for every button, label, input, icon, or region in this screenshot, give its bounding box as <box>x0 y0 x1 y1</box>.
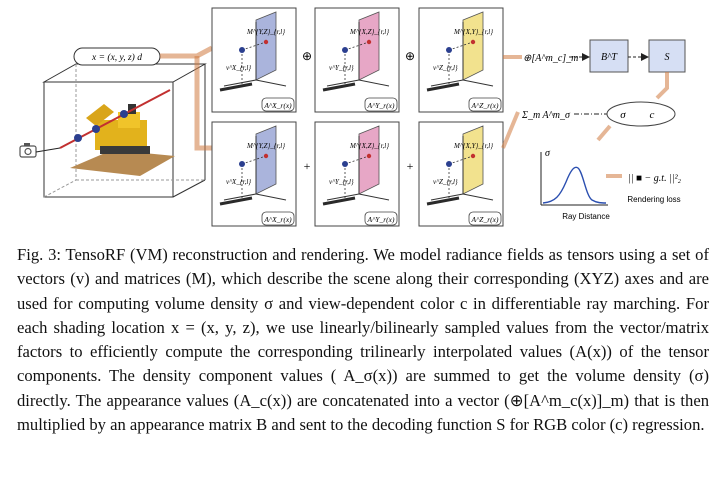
matrix-plane <box>255 11 277 81</box>
density-branch: v^X_{r,l} M^{Y,Z}_{r,l} A^X_r(x) v^Y_{r,l} M… <box>211 121 504 227</box>
bottom_row-factor-panel-1: v^X_{r,l} M^{Y,Z}_{r,l} A^X_r(x) <box>211 121 297 227</box>
matrix-plane <box>255 125 277 195</box>
matrix-label: M^{X,Z}_{r,l} <box>349 142 389 150</box>
scene-cube <box>42 63 207 198</box>
matrix-label: M^{Y,Z}_{r,l} <box>246 142 285 150</box>
matrix-sample <box>470 153 476 159</box>
vector-strip <box>322 82 356 92</box>
matrix-label: M^{X,Y}_{r,l} <box>453 142 493 150</box>
matrix-sample <box>470 39 476 45</box>
decoder-label: S <box>665 52 670 63</box>
caption-text: TensoRF (VM) reconstruction and renderin… <box>17 245 709 435</box>
vector-label: v^Y_{r,l} <box>329 178 354 186</box>
bottom_row-factor-panel-2: v^Y_{r,l} M^{X,Z}_{r,l} A^Y_r(x) <box>314 121 400 227</box>
matrix-plane <box>358 11 380 81</box>
sample-point <box>446 161 452 167</box>
decoder-box <box>648 39 686 73</box>
matrix-label: M^{X,Y}_{r,l} <box>453 28 493 36</box>
c-node-label: c <box>650 109 655 121</box>
vector-label: v^X_{r,l} <box>226 178 251 186</box>
ray-density-plot: σ Ray Distance <box>540 148 610 221</box>
tensorf-pipeline-figure: x = (x, y, z) d v^X_{r,l} M^{Y,Z}_{r,l} A^… <box>19 7 686 227</box>
sum-label: Σ_m A^m_σ <box>521 110 571 121</box>
concat-label: ⊕[A^m_c]_m <box>523 53 578 64</box>
vector-label: v^Y_{r,l} <box>329 64 354 72</box>
vector-strip <box>219 196 253 206</box>
component-caption: A^Z_r(x) <box>471 101 499 110</box>
sigma-node-label: σ <box>620 109 626 121</box>
top_row-factor-panel-1: v^X_{r,l} M^{Y,Z}_{r,l} A^X_r(x) <box>211 7 297 113</box>
loss-expression: || ■ − g.t. ||²₂ <box>628 173 682 184</box>
sum-operator-2: + <box>407 159 414 173</box>
matrix-plane <box>462 11 484 81</box>
matrix-sample <box>263 39 269 45</box>
input-coordinates-box: x = (x, y, z) d <box>73 47 161 66</box>
matrix-sample <box>263 153 269 159</box>
component-caption: A^X_r(x) <box>263 101 292 110</box>
appearance-branch: v^X_{r,l} M^{Y,Z}_{r,l} A^X_r(x) v^Y_{r,l} M… <box>211 7 504 113</box>
concat-operator-1: ⊕ <box>302 49 312 63</box>
concat-operator-2: ⊕ <box>405 49 415 63</box>
caption-label: Fig. 3: <box>17 245 61 264</box>
plot-x-label: Ray Distance <box>562 212 610 221</box>
plot-y-label: σ <box>545 148 551 159</box>
matrix-plane <box>358 125 380 195</box>
appearance-matrix-label: B^T <box>601 52 618 63</box>
component-caption: A^Y_r(x) <box>367 101 395 110</box>
vector-strip <box>426 196 460 206</box>
vector-strip <box>322 196 356 206</box>
vector-strip <box>426 82 460 92</box>
figure-caption: Fig. 3: TensoRF (VM) reconstruction and … <box>17 243 709 437</box>
sum-operator-1: + <box>304 159 311 173</box>
matrix-plane <box>462 125 484 195</box>
svg-text:x = (x, y, z) d: x = (x, y, z) d <box>91 52 142 63</box>
matrix-label: M^{X,Z}_{r,l} <box>349 28 389 36</box>
top_row-factor-panel-3: v^Z_{r,l} M^{X,Y}_{r,l} A^Z_r(x) <box>418 7 504 113</box>
top_row-factor-panel-2: v^Y_{r,l} M^{X,Z}_{r,l} A^Y_r(x) <box>314 7 400 113</box>
matrix-sample <box>366 39 372 45</box>
density-color-node <box>606 101 676 127</box>
vector-label: v^Z_{r,l} <box>433 178 458 186</box>
vector-label: v^X_{r,l} <box>226 64 251 72</box>
bottom_row-factor-panel-3: v^Z_{r,l} M^{X,Y}_{r,l} A^Z_r(x) <box>418 121 504 227</box>
component-caption: A^Y_r(x) <box>367 215 395 224</box>
sample-point <box>342 47 348 53</box>
sample-point <box>239 161 245 167</box>
matrix-sample <box>366 153 372 159</box>
component-caption: A^Z_r(x) <box>471 215 499 224</box>
component-caption: A^X_r(x) <box>263 215 292 224</box>
sample-point <box>446 47 452 53</box>
vector-label: v^Z_{r,l} <box>433 64 458 72</box>
appearance-matrix-box <box>589 39 629 73</box>
matrix-label: M^{Y,Z}_{r,l} <box>246 28 285 36</box>
sample-point <box>342 161 348 167</box>
vector-strip <box>219 82 253 92</box>
sample-point <box>239 47 245 53</box>
camera-icon <box>19 143 37 158</box>
loss-label: Rendering loss <box>627 195 680 204</box>
